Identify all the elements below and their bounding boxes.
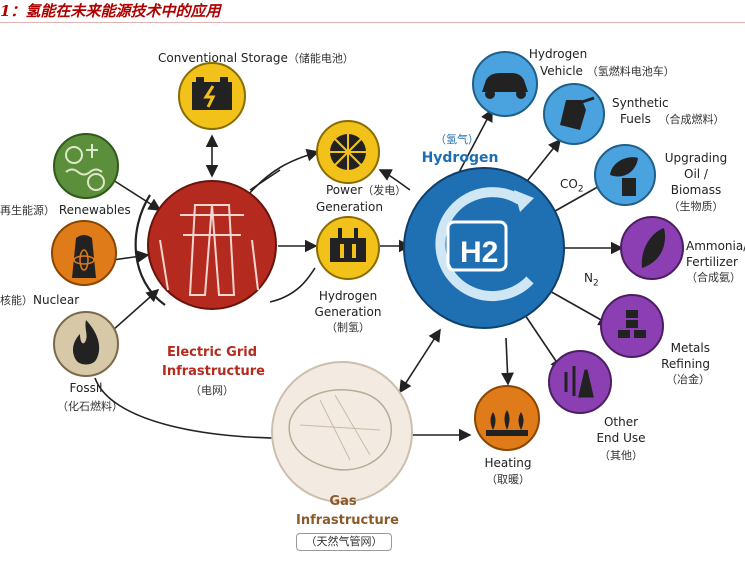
power-generation-icon [316,120,380,184]
heating-zh: （取暖） [486,473,530,486]
gas-infrastructure-map [271,361,413,503]
fuel-nozzle-icon [543,83,605,145]
fossil-zh: （化石燃料） [57,400,123,413]
vehicle-label-2: Vehicle （氢燃料电池车） [540,64,675,78]
ammonia-leaf-icon [620,216,684,280]
other-label-2: End Use [596,431,646,445]
upgrading-zh: （生物质） [668,200,724,213]
conventional-storage-icon [178,62,246,130]
metals-zh: （冶金） [666,373,710,386]
conventional-storage-label: Conventional Storage（储能电池） [158,51,354,65]
gas-label-1: Gas [329,494,357,509]
hydrogen-zh: （氢气） [435,133,479,146]
upgrading-label-1: Upgrading [664,151,728,165]
fossil-label: Fossil [69,381,103,395]
hydrogen-generation-icon [316,216,380,280]
renewables-icon [53,133,119,199]
h2-symbol: H2 [460,236,498,269]
n2-input-label: N2 [584,271,599,289]
electric-grid-label-2: Infrastructure [162,364,265,379]
connectors [94,108,624,445]
hydrogen-hub-icon: H2 [403,167,565,329]
electric-grid-label-1: Electric Grid [166,345,258,360]
hydrogen-label: Hydrogen [421,150,499,166]
other-zh: （其他） [599,449,643,462]
lab-tools-icon [548,350,612,414]
vehicle-label-1: Hydrogen [528,47,588,61]
figure-heading: 1：氢能在未来能源技术中的应用 [0,2,221,20]
nuclear-icon [51,220,117,286]
power-generation-label-1: Power（发电） [326,183,407,197]
metals-label-2: Refining [661,357,710,371]
synthetic-fuels-label-2: Fuels （合成燃料） [620,112,725,126]
gas-zh: （天然气管网） [296,533,392,551]
upgrading-label-2: Oil / [684,167,708,181]
vehicle-icon [472,51,538,117]
heating-flame-icon [474,385,540,451]
other-label-1: Other [603,415,639,429]
co2-input-label: CO2 [560,177,584,195]
upgrading-label-3: Biomass [670,183,722,197]
hydrogen-generation-zh: （制氢） [326,321,370,334]
heading-rule [0,22,745,23]
heating-label: Heating [484,456,532,470]
renewables-label: 再生能源） Renewables [0,203,131,217]
ammonia-label-1: Ammonia/ [686,239,745,253]
gas-label-2: Infrastructure [296,513,399,528]
leaf-barrel-icon [594,144,656,206]
hydrogen-generation-label-2: Generation [314,305,382,319]
ammonia-zh: （合成氨） [686,271,741,284]
synthetic-fuels-label-1: Synthetic [612,96,669,110]
nuclear-label: 核能）Nuclear [0,293,80,307]
electric-grid-zh: （电网） [190,384,234,397]
ammonia-label-2: Fertilizer [686,255,738,269]
hydrogen-generation-label-1: Hydrogen [318,289,378,303]
electric-grid-icon [147,180,277,310]
gold-bars-icon [600,294,664,358]
power-generation-label-2: Generation [316,200,383,214]
fossil-flame-icon [53,311,119,377]
metals-label-1: Metals [670,341,710,355]
